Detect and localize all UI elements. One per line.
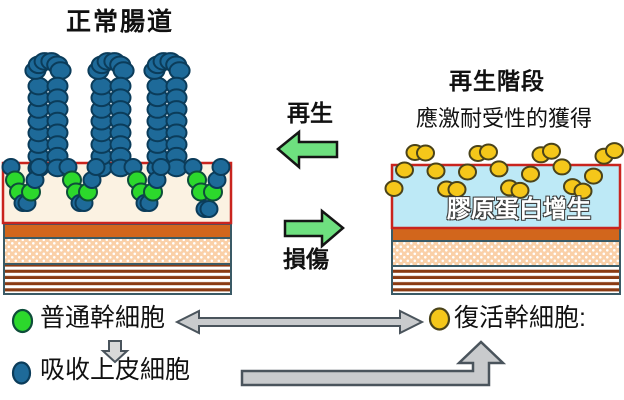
differentiation-down-arrow-icon xyxy=(100,340,130,364)
injury-label: 損傷 xyxy=(283,246,329,272)
regeneration-label: 再生 xyxy=(287,100,333,126)
cell-bead xyxy=(90,76,113,96)
cell-bead xyxy=(584,167,603,185)
cell-bead xyxy=(49,61,72,80)
regeneration-left-arrow-icon xyxy=(276,129,339,170)
cell-bead xyxy=(146,76,169,96)
left-submucosa-band xyxy=(3,237,232,265)
cell-bead xyxy=(552,158,572,176)
cell-bead xyxy=(384,180,404,197)
collagen-label: 膠原蛋白增生 xyxy=(447,196,591,223)
legend-absorptive-label: 吸收上皮細胞 xyxy=(40,356,191,384)
cell-bead xyxy=(112,61,135,80)
cell-bead xyxy=(416,144,435,162)
legend-normal-stem-label: 普通幹細胞 xyxy=(40,304,166,332)
legend-revival-stem-label: 復活幹細胞: xyxy=(454,304,586,332)
injury-right-arrow-icon xyxy=(283,208,345,249)
cell-bead xyxy=(521,165,540,183)
cell-bead xyxy=(395,161,414,179)
normal-stem-cell-dot-icon xyxy=(11,308,34,334)
right-submucosa-band xyxy=(391,240,621,267)
cell-bead xyxy=(151,158,171,176)
cell-bead xyxy=(447,181,467,198)
cell-bead xyxy=(29,158,49,176)
right-muscle-band xyxy=(391,227,621,242)
revival-stem-cell-dot-icon xyxy=(428,307,451,331)
cell-bead xyxy=(542,142,561,160)
cell-bead xyxy=(510,181,530,199)
right-panel-title: 再生階段 xyxy=(449,68,545,94)
right-outer-muscle-band xyxy=(391,265,621,295)
cell-bead xyxy=(199,200,219,218)
cell-bead xyxy=(426,162,446,180)
cell-bead xyxy=(86,158,106,176)
left-muscle-band xyxy=(3,223,232,239)
cell-bead xyxy=(211,158,231,176)
villi-blue-cells xyxy=(24,52,191,178)
left-outer-muscle-band xyxy=(3,263,232,295)
left-panel-title: 正常腸道 xyxy=(66,8,175,36)
cell-bead xyxy=(479,143,498,161)
cell-bead xyxy=(489,160,509,178)
cell-bead xyxy=(605,142,624,160)
cell-bead xyxy=(458,163,477,181)
absorptive-cell-dot-icon xyxy=(11,361,32,385)
right-panel-subtitle: 應激耐受性的獲得 xyxy=(416,106,593,131)
cell-bead xyxy=(27,76,50,96)
dedifferentiation-elbow-arrow-icon xyxy=(240,340,507,387)
cell-bead xyxy=(168,61,191,80)
stem-interconversion-double-arrow-icon xyxy=(174,309,425,335)
crypt-cells xyxy=(1,158,231,218)
revival-yellow-cells xyxy=(384,142,624,200)
cell-bead xyxy=(573,182,593,200)
